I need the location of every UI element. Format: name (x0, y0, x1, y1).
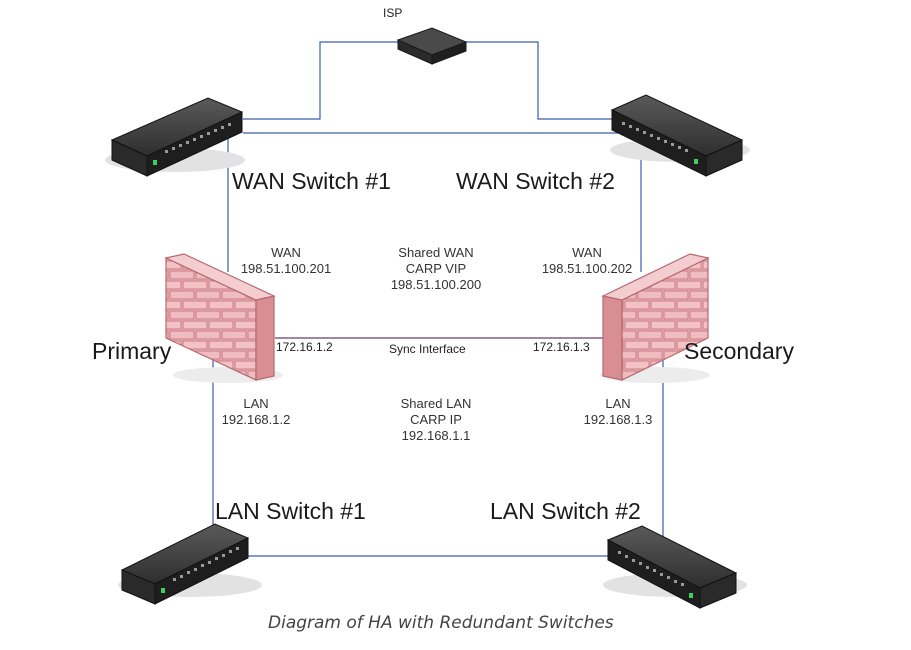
lan-switch-1-label: LAN Switch #1 (215, 498, 366, 524)
secondary-wan-info: WAN 198.51.100.202 (532, 245, 642, 277)
secondary-sync-ip: 172.16.1.3 (533, 340, 590, 354)
secondary-lan-info: LAN 192.168.1.3 (572, 396, 664, 428)
shared-wan-ip: 198.51.100.200 (390, 277, 482, 292)
shared-wan-title: Shared WAN (398, 245, 474, 260)
secondary-lan-title: LAN (605, 396, 631, 411)
primary-lan-title: LAN (243, 396, 269, 411)
primary-firewall-icon (164, 253, 283, 383)
primary-lan-ip: 192.168.1.2 (221, 412, 291, 427)
secondary-firewall-label: Secondary (684, 338, 794, 364)
primary-lan-info: LAN 192.168.1.2 (210, 396, 302, 428)
primary-firewall-label: Primary (92, 338, 172, 364)
secondary-wan-title: WAN (572, 245, 602, 260)
isp-to-wan-switch-2-link (460, 41, 612, 120)
diagram-caption: Diagram of HA with Redundant Switches (268, 613, 614, 633)
shared-wan-info: Shared WAN CARP VIP 198.51.100.200 (380, 245, 492, 293)
shared-lan-info: Shared LAN CARP IP 192.168.1.1 (386, 396, 486, 444)
shared-lan-ip: 192.168.1.1 (401, 428, 471, 443)
shared-lan-subtitle: CARP IP (410, 412, 462, 427)
primary-wan-info: WAN 198.51.100.201 (232, 245, 340, 277)
wan-switch-2-label: WAN Switch #2 (456, 168, 615, 194)
primary-sync-ip: 172.16.1.2 (276, 340, 333, 354)
isp-to-wan-switch-1-link (243, 41, 400, 120)
primary-wan-ip: 198.51.100.201 (240, 261, 332, 276)
shared-lan-title: Shared LAN (400, 396, 472, 411)
secondary-firewall-icon (600, 253, 710, 383)
lan-switch-2-label: LAN Switch #2 (490, 498, 641, 524)
secondary-wan-ip: 198.51.100.202 (541, 261, 633, 276)
secondary-lan-ip: 192.168.1.3 (583, 412, 653, 427)
wan-switch-2-icon (610, 94, 750, 177)
wan-switch-1-icon (105, 97, 245, 177)
lan-switch-1-icon (118, 523, 262, 605)
isp-device-icon (396, 27, 468, 65)
shared-wan-subtitle: CARP VIP (405, 261, 467, 276)
wan-switch-1-label: WAN Switch #1 (232, 168, 391, 194)
primary-wan-title: WAN (271, 245, 301, 260)
lan-switch-2-icon (603, 525, 747, 609)
connection-lines (212, 41, 664, 557)
sync-interface-label: Sync Interface (389, 342, 466, 356)
isp-label: ISP (383, 6, 403, 20)
